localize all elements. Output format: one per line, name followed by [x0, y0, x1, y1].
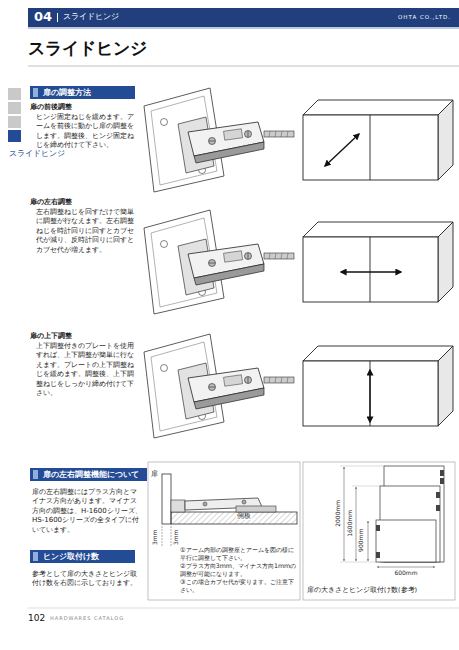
adjust-section-figure	[203, 502, 207, 506]
cabinet-up-down	[369, 370, 370, 422]
adjust-section-figure	[242, 500, 246, 504]
cabinet-up-down	[303, 346, 453, 426]
body-text: 扉の左右調整にはプラス方向とマイナス方向があります。マイナス方向の調整は、H-1…	[32, 488, 142, 535]
band-title: 扉の調整方法	[43, 88, 91, 97]
part-name: 扉	[151, 470, 158, 479]
adjust-section-figure	[171, 500, 185, 512]
cabinet-up-down	[303, 346, 453, 426]
side-tab-text: スライドヒンジ	[9, 150, 17, 159]
hinge-count-figure	[340, 562, 376, 563]
cabinet-front-back	[303, 100, 453, 180]
company-name: OHTA CO.,LTD.	[398, 14, 459, 20]
page-number: 102	[28, 612, 45, 624]
dimension: 600mm	[394, 570, 417, 577]
section-name: スライドヒンジ	[57, 13, 119, 21]
cabinet-left-right	[303, 222, 453, 302]
cabinet-left-right	[303, 222, 453, 302]
hinge-count-figure	[352, 486, 380, 487]
hinge-count-figure	[340, 466, 384, 467]
hinge-count-figure	[303, 462, 455, 600]
adjust-section-figure	[148, 462, 300, 600]
dimension: 3mm	[174, 529, 181, 545]
adjust-section-figure	[236, 506, 276, 512]
header-bar: 04 スライドヒンジ OHTA CO.,LTD.	[28, 8, 459, 27]
section-band: 扉の左右調整機能について	[30, 468, 147, 481]
header-rule	[28, 28, 459, 29]
hinge-count-figure	[436, 492, 440, 498]
adjust-section-figure	[162, 526, 163, 547]
section-band: 扉の調整方法	[30, 86, 135, 99]
figure-caption: 扉の大きさとヒンジ取付け数(参考)	[307, 586, 452, 595]
hinge-count-figure	[376, 520, 436, 562]
section-number: 04	[28, 10, 52, 24]
adjust-section-figure	[171, 526, 172, 547]
hinge-count-figure	[377, 567, 435, 568]
page-title: スライドヒンジ	[28, 38, 147, 58]
hinge-count-figure	[356, 487, 357, 561]
dimension: 2000mm	[335, 500, 342, 527]
side-tabs	[8, 88, 21, 100]
side-tabs	[8, 102, 21, 114]
adjust-section-figure	[162, 474, 171, 524]
side-tabs	[8, 88, 21, 142]
section-band: ヒンジ取付け数	[30, 550, 135, 563]
side-tabs	[8, 130, 21, 142]
body-text: 上下調整付きのプレートを使用すれば、上下調整が簡単に行なえます。プレートの上下調…	[36, 342, 140, 399]
hinge-count-figure	[440, 478, 444, 484]
hinge-count-figure	[436, 505, 440, 511]
cabinet-left-right	[341, 271, 401, 272]
adjust-section-figure	[171, 512, 297, 524]
header-rule	[28, 608, 459, 609]
subheading: 扉の左右調整	[30, 198, 72, 207]
body-text: 左右調整ねじを回すだけで簡単に調整が行なえます。左右調整ねじを時計回りに回すとカ…	[36, 208, 140, 255]
hinge-count-figure	[368, 521, 369, 561]
band-title: ヒンジ取付け数	[43, 552, 99, 561]
note: ②プラス方向3mm、マイナス方向1mmの調整が可能になります。	[180, 562, 297, 578]
part-name: 側板	[236, 513, 252, 520]
hinge-illustration	[144, 210, 294, 314]
hinge-illustration	[144, 88, 294, 192]
adjust-section-figure	[148, 462, 300, 600]
cabinet-front-back	[303, 100, 453, 180]
footer-text: HARDWARES CATALOG	[50, 615, 124, 622]
hinge-count-figure	[376, 552, 380, 558]
header-rule	[28, 28, 459, 608]
note: ①アーム内部の調整座とアームを図の様に平行に調整して下さい。	[180, 546, 297, 562]
subheading: 扉の前後調整	[30, 103, 72, 112]
hinge-count-figure	[344, 467, 345, 561]
side-tabs	[8, 116, 21, 128]
hinge-count-figure	[376, 525, 380, 531]
hinge-count-figure	[440, 470, 444, 476]
cabinet-front-back	[325, 134, 359, 166]
dimension: 900mm	[359, 529, 366, 552]
dimension: 3mm	[153, 529, 160, 545]
hinge-count-figure	[303, 462, 455, 600]
note: ③この場合カブセ代が変ります。ご注意下さい。	[180, 578, 297, 594]
hinge-illustration	[144, 334, 294, 438]
body-text: 参考として扉の大きさとヒンジ取付け数を右図に示しております。	[32, 570, 142, 589]
header-rule	[28, 66, 459, 67]
band-title: 扉の左右調整機能について	[43, 470, 139, 479]
body-text: ヒンジ固定ねじを緩めます。アームを前後に動かし扉の調整をします。調整後、ヒンジ固…	[36, 113, 140, 151]
dimension: 1600mm	[347, 510, 354, 537]
subheading: 扉の上下調整	[30, 332, 72, 341]
